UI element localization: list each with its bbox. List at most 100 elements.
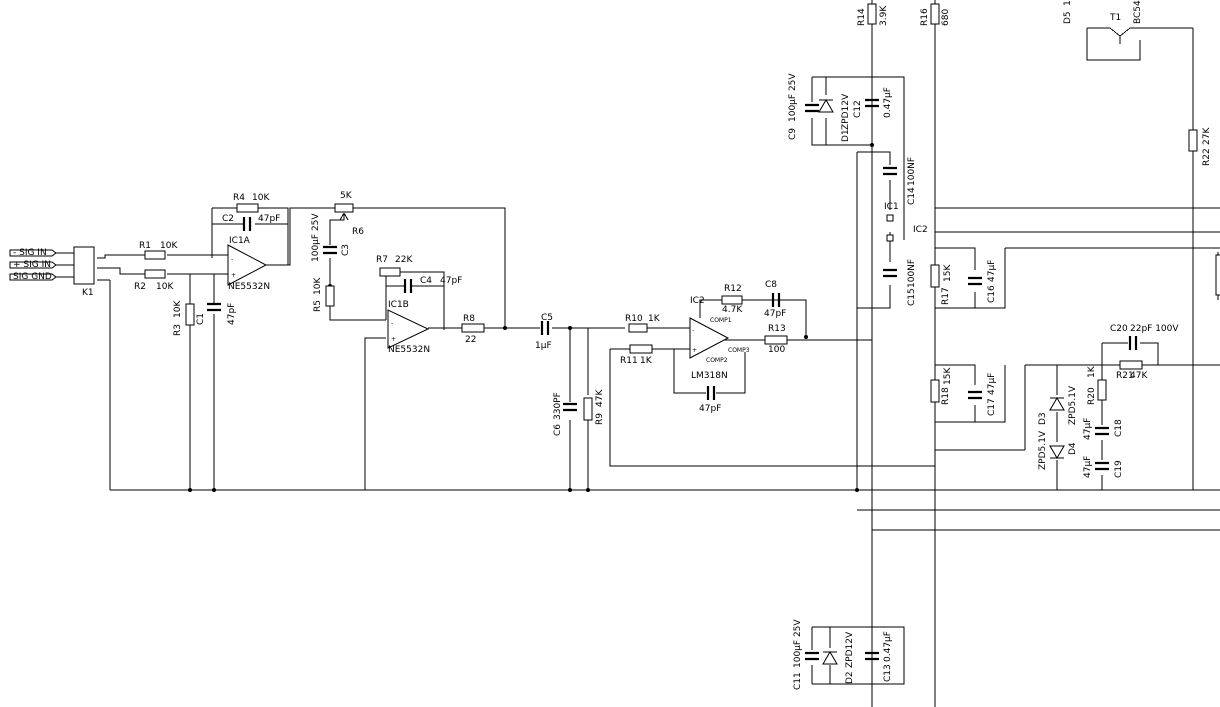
sig-in-pos-label: + SIG IN [13,260,51,270]
svg-text:R1: R1 [139,241,151,251]
r4-resistor: R4 10K [233,193,270,213]
c2-capacitor: C2 47pF [222,214,280,231]
c17-capacitor: C17 47µF [968,373,997,416]
r21-resistor: R21 47K [1116,360,1148,381]
svg-text:C16: C16 [987,285,997,303]
svg-text:D3: D3 [1038,412,1048,425]
svg-text:R14: R14 [857,8,867,26]
svg-text:-: - [692,327,694,334]
k1-connector: K1 [73,246,95,298]
svg-text:0.47µF: 0.47µF [883,631,893,662]
sig-in-neg-label: - SIG IN [13,248,47,258]
svg-text:+: + [391,336,396,343]
svg-text:47K: 47K [595,389,605,407]
r10-resistor: R10 1K [625,314,661,333]
svg-text:R21: R21 [1116,371,1134,381]
svg-text:47pF: 47pF [227,303,237,325]
d3-zener-diode: D3 ZPD5.1V [1038,385,1078,425]
svg-text:27K: 27K [1202,127,1212,145]
svg-text:10K: 10K [156,282,174,292]
svg-text:10K: 10K [252,193,270,203]
svg-text:1K: 1K [648,314,661,324]
svg-text:R4: R4 [233,193,245,203]
svg-text:R17: R17 [941,287,951,305]
svg-text:NE5532N: NE5532N [388,345,430,355]
svg-text:1K: 1K [1087,365,1097,378]
sig-gnd-label: SIG GND [13,272,52,282]
sig-in-positive-connector: + SIG IN [9,260,74,270]
svg-text:R13: R13 [768,324,786,334]
svg-text:NE5532N: NE5532N [228,282,270,292]
svg-text:5K: 5K [340,191,353,201]
svg-text:IC1A: IC1A [229,236,251,246]
svg-text:R8: R8 [463,314,475,324]
svg-text:47µF: 47µF [1083,418,1093,440]
c14-capacitor: C14 100NF [883,157,917,205]
c9-capacitor: C9 100µF 25V [788,73,819,140]
svg-text:R9: R9 [595,413,605,425]
svg-text:C6: C6 [553,424,563,436]
svg-text:3.9K: 3.9K [879,5,889,26]
svg-text:1µF: 1µF [535,341,552,351]
r18-resistor: R18 15K [930,367,953,405]
svg-text:330PF: 330PF [553,392,563,420]
svg-text:47pF: 47pF [258,214,280,224]
svg-text:R3: R3 [173,324,183,336]
c1-capacitor: C1 47pF [196,303,237,325]
svg-text:47pF: 47pF [699,404,721,414]
svg-text:10K: 10K [173,300,183,318]
svg-text:100µF 25V: 100µF 25V [311,213,321,262]
svg-text:LM318N: LM318N [691,371,728,381]
svg-text:C2: C2 [222,214,234,224]
svg-text:R10: R10 [625,314,643,324]
c18-capacitor: C18 47µF [1083,418,1124,440]
c3-capacitor: C3 100µF 25V [311,213,351,262]
c8-capacitor: C8 47pF [764,280,786,319]
r11-resistor: R11 1K [620,344,653,366]
svg-text:D2: D2 [845,671,855,684]
svg-text:100: 100 [768,345,785,355]
r17-resistor: R17 15K [930,264,953,305]
t1-transistor: T1 BC54 [1109,0,1143,44]
d4-zener-diode: ZPD5.1V D4 [1038,430,1078,470]
r22-resistor: R22 27K [1188,127,1212,166]
r8-resistor: R8 22 [461,314,485,345]
d5-diode: D5 1 [1063,0,1073,24]
svg-text:C19: C19 [1114,460,1124,478]
r2-resistor: R2 10K [134,269,174,292]
c15-capacitor: C15 100NF [883,259,917,306]
svg-text:47µF: 47µF [987,260,997,282]
svg-text:IC2: IC2 [690,296,705,306]
d1-zener-diode: D1 ZPD12V [818,93,851,142]
r3-resistor: R3 10K [173,300,195,336]
svg-text:C17: C17 [987,398,997,416]
svg-text:C1: C1 [196,313,206,325]
svg-text:C18: C18 [1114,419,1124,437]
svg-text:1: 1 [1063,0,1073,6]
c6-capacitor: C6 330PF [553,392,577,436]
c12-capacitor: C12 0.47µF [853,87,893,118]
svg-text:R22: R22 [1202,148,1212,166]
svg-text:ZPD12V: ZPD12V [841,93,851,130]
svg-text:R20: R20 [1087,387,1097,405]
r9-resistor: R9 47K [583,389,605,425]
c19-capacitor: C19 47µF [1083,456,1124,478]
svg-text:R7: R7 [376,255,388,265]
svg-text:C12: C12 [853,100,863,118]
svg-text:C5: C5 [541,313,553,323]
svg-text:680: 680 [941,9,951,26]
c4-capacitor: C4 47pF [403,276,462,293]
svg-text:R18: R18 [941,387,951,405]
svg-text:0.47µF: 0.47µF [883,87,893,118]
ic2-opamp: - + IC2 LM318N COMP1 COMP2 COMP3 [689,296,750,381]
svg-text:+: + [692,347,697,354]
svg-text:IC2: IC2 [913,225,928,235]
svg-text:10K: 10K [160,241,178,251]
r20-resistor: R20 1K [1087,365,1107,405]
svg-text:47µF: 47µF [1083,456,1093,478]
svg-text:-: - [391,320,393,327]
svg-text:IC1: IC1 [884,202,899,212]
svg-text:ZPD5.1V: ZPD5.1V [1068,385,1078,425]
svg-text:R16: R16 [920,8,930,26]
svg-text:T1: T1 [1109,13,1121,23]
